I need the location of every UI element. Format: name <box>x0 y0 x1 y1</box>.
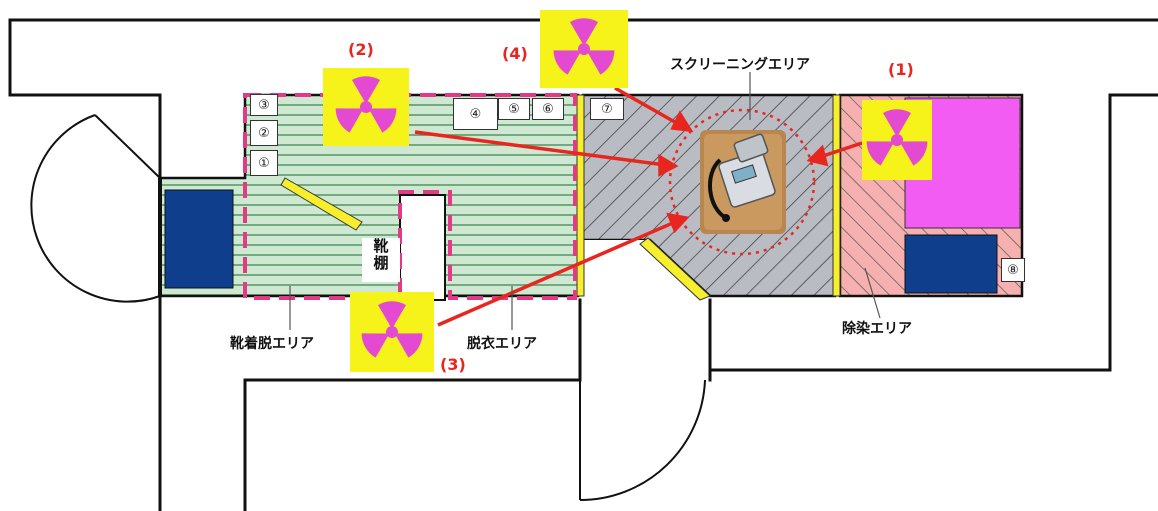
arrows <box>414 86 863 327</box>
item-3-label: ③ <box>258 97 270 113</box>
bottom-corridor-wall <box>243 378 582 511</box>
item-7-box: ⑦ <box>590 98 624 120</box>
shoe-shelf-label: 靴 棚 <box>362 238 400 282</box>
item-2-label: ② <box>258 125 270 141</box>
point-3-label: (3) <box>440 355 466 374</box>
leader-lines <box>289 72 881 330</box>
item-1-box: ① <box>250 150 278 176</box>
radiation-icon-p4 <box>540 10 628 88</box>
shoe-change-area-label: 靴着脱エリア <box>230 336 314 352</box>
point-4-label: (4) <box>502 44 528 63</box>
item-5-label: ⑤ <box>508 101 520 117</box>
point-2-label: (2) <box>348 40 374 59</box>
shoe-shelf-line2: 棚 <box>373 254 389 272</box>
dashed-boundary <box>243 93 577 300</box>
left-upper-wall <box>8 18 162 180</box>
radiation-icon-p1 <box>862 100 932 180</box>
divider-screening-decon <box>832 94 841 297</box>
item-8-box: ⑧ <box>1001 258 1025 282</box>
item-5-box: ⑤ <box>498 98 530 120</box>
survey-meter-icon <box>700 130 786 234</box>
radiation-icon-p3 <box>350 292 434 372</box>
shoe-area-navy-block <box>164 189 234 289</box>
shoe-shelf-gap <box>399 194 446 301</box>
item-6-label: ⑥ <box>542 101 554 117</box>
item-6-box: ⑥ <box>532 98 564 120</box>
item-8-label: ⑧ <box>1007 262 1019 278</box>
decon-area-label: 除染エリア <box>842 321 912 337</box>
bottom-door <box>579 379 706 502</box>
decon-navy-block <box>904 234 998 294</box>
item-7-label: ⑦ <box>601 101 613 117</box>
item-4-label: ④ <box>469 106 482 122</box>
point-1-label: (1) <box>888 60 914 79</box>
detector-ring <box>668 108 816 256</box>
item-1-label: ① <box>258 155 270 171</box>
right-wall <box>708 93 1158 372</box>
diagonal-divider-left <box>280 177 363 231</box>
item-2-box: ② <box>250 120 278 146</box>
item-3-box: ③ <box>250 94 278 116</box>
left-door <box>30 114 161 303</box>
diagonal-divider-right <box>639 237 711 301</box>
radiation-icon-p2 <box>323 68 409 146</box>
undress-area-label: 脱衣エリア <box>467 336 537 352</box>
shoe-shelf-line1: 靴 <box>373 237 389 255</box>
item-4-box: ④ <box>453 98 498 130</box>
screening-area-label: スクリーニングエリア <box>670 57 810 73</box>
